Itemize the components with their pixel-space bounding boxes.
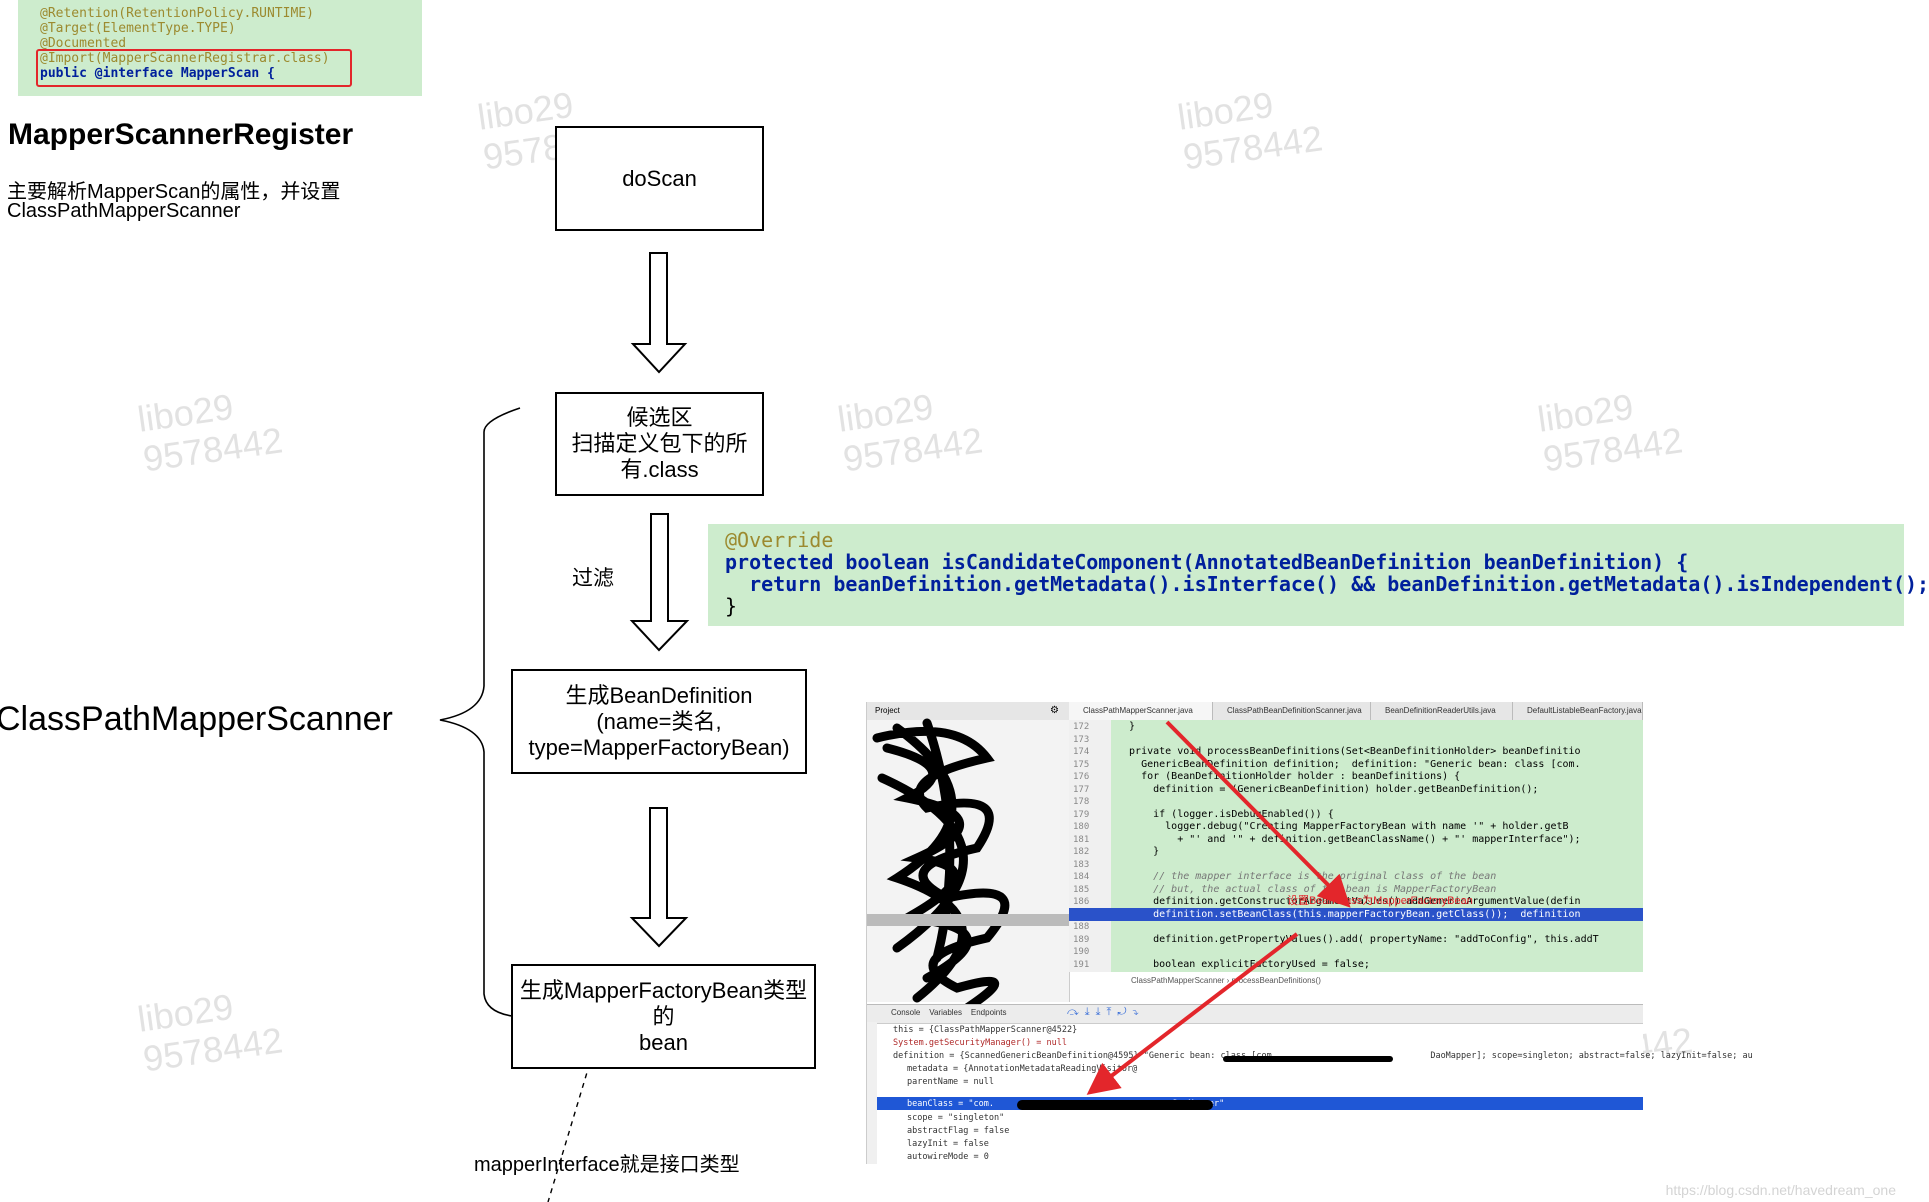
variable-row[interactable]: System.getSecurityManager() = null [893, 1038, 1067, 1048]
tab-defaultlistablebeanfactory[interactable]: DefaultListableBeanFactory.java [1513, 702, 1643, 720]
code-line: public @interface MapperScan { [40, 66, 275, 81]
debug-step-icons[interactable]: ⤼⤓⤓⤒⤾⤵ [1067, 1006, 1145, 1018]
code-line: definition.getPropertyValues().add( prop… [1117, 933, 1599, 945]
variable-row[interactable]: abstractFlag = false [907, 1126, 1010, 1136]
tab-classpathbeandefinitionscanner[interactable]: ClassPathBeanDefinitionScanner.java [1213, 702, 1371, 720]
left-description-line2: ClassPathMapperScanner [7, 200, 241, 222]
doscan-box: doScan [555, 126, 764, 231]
current-line-highlight [1069, 908, 1643, 921]
tab-classpathmapperscanner[interactable]: ClassPathMapperScanner.java [1069, 702, 1213, 720]
code-line: return beanDefinition.getMetadata().isIn… [725, 572, 1929, 596]
censor-bar [1017, 1100, 1213, 1110]
red-arrow [1086, 932, 1299, 1095]
red-arrow [1165, 720, 1351, 908]
code-line: @Import(MapperScannerRegistrar.class) [40, 51, 330, 66]
import-highlight [36, 49, 352, 87]
gear-icon[interactable]: ⚙ [1050, 705, 1059, 716]
variable-row[interactable]: autowireMode = 0 [907, 1152, 989, 1162]
censor-bar [1223, 1056, 1393, 1062]
editor-area [1111, 720, 1643, 972]
code-line: @Override [725, 528, 834, 552]
code-line: definition.getConstructorArgumentValues(… [1117, 896, 1581, 907]
code-line: private void processBeanDefinitions(Set<… [1117, 746, 1581, 757]
code-line: @Retention(RetentionPolicy.RUNTIME) [40, 6, 314, 21]
code-line: if (logger.isDebugEnabled()) { [1117, 808, 1334, 820]
selection-stripe [867, 914, 1069, 926]
brace-label: ClassPathMapperScanner [0, 700, 393, 738]
code-line: protected boolean isCandidateComponent(A… [725, 550, 1689, 574]
variable-row[interactable]: lazyInit = false [907, 1139, 989, 1149]
variables-gutter [867, 1022, 877, 1164]
variable-row[interactable]: scope = "singleton" [907, 1113, 1005, 1123]
code-line: + "' and '" + definition.getBeanClassNam… [1117, 833, 1581, 845]
project-panel-header[interactable]: Project ⚙ [867, 702, 1069, 720]
source-url: https://blog.csdn.net/havedream_one [1665, 1182, 1896, 1198]
line-numbers: 172 173 174 175 176 177 178 179 180 181 … [1073, 722, 1090, 970]
code-line: } [1117, 846, 1160, 857]
code-line: GenericBeanDefinition definition; defini… [1117, 758, 1581, 770]
candidate-box: 候选区 扫描定义包下的所 有.class [555, 392, 764, 496]
mapperfactorybean-box: 生成MapperFactoryBean类型的 bean [511, 964, 816, 1069]
editor-gutter [1069, 720, 1111, 972]
code-line: definition.setBeanClass(this.mapperFacto… [1117, 908, 1581, 920]
arrow-down-1 [630, 252, 688, 374]
code-line: @Target(ElementType.TYPE) [40, 21, 236, 36]
arrow-down-2 [629, 513, 690, 652]
code-line: definition = (GenericBeanDefinition) hol… [1117, 783, 1539, 795]
beandefinition-box: 生成BeanDefinition (name=类名, type=MapperFa… [511, 669, 807, 774]
code-line: } [725, 594, 738, 618]
code-line: logger.debug("Creating MapperFactoryBean… [1117, 821, 1569, 832]
variable-row[interactable]: this = {ClassPathMapperScanner@4522} [893, 1025, 1078, 1035]
is-candidate-component-snippet: @Override protected boolean isCandidateC… [708, 524, 1929, 626]
ide-debug-screenshot: Project ⚙ ClassPathMapperScanner.java Cl… [866, 702, 1753, 1164]
arrow-down-3 [629, 807, 689, 948]
mapper-interface-note: mapperInterface就是接口类型 [474, 1154, 740, 1176]
editor-breadcrumb[interactable]: ClassPathMapperScanner › processBeanDefi… [1131, 976, 1321, 985]
variable-row[interactable]: parentName = null [907, 1077, 994, 1087]
mapperscan-annotation-snippet: @Retention(RetentionPolicy.RUNTIME) @Tar… [18, 0, 422, 96]
variable-row[interactable]: metadata = {AnnotationMetadataReadingVis… [907, 1064, 1138, 1074]
curly-brace [439, 407, 521, 1017]
code-line: @Documented [40, 36, 127, 51]
code-line: for (BeanDefinitionHolder holder : beanD… [1117, 771, 1461, 782]
left-description-line1: 主要解析MapperScan的属性，并设置 [7, 181, 341, 203]
project-label: Project [875, 706, 900, 715]
debug-tabs[interactable]: Console Variables Endpoints [891, 1008, 1007, 1017]
debug-toolbar [867, 1004, 1643, 1024]
censor-scribble [872, 718, 1010, 1013]
red-arrows [1086, 720, 1351, 1095]
left-title: MapperScannerRegister [8, 118, 354, 151]
code-line: } [1117, 721, 1136, 732]
tab-beandefinitionreaderutils[interactable]: BeanDefinitionReaderUtils.java [1371, 702, 1513, 720]
filter-label: 过滤 [572, 567, 614, 590]
